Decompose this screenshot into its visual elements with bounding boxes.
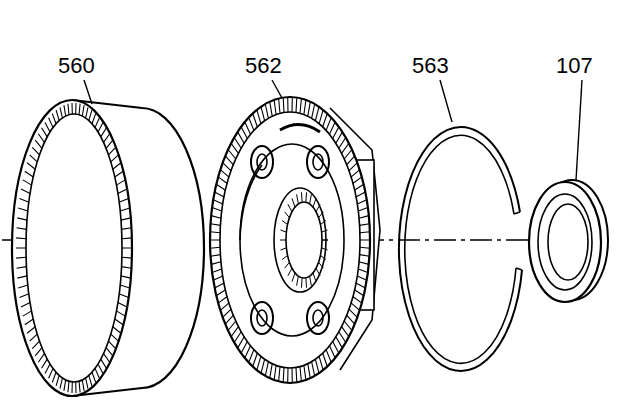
snap-ring bbox=[399, 127, 522, 371]
leader-line bbox=[84, 80, 92, 104]
leader-line bbox=[272, 80, 282, 98]
thrust-bearing bbox=[529, 180, 608, 302]
ring-gear bbox=[12, 100, 204, 396]
gear-teeth bbox=[280, 192, 328, 287]
callout-number: 563 bbox=[412, 55, 449, 77]
callout-number: 562 bbox=[245, 55, 282, 77]
planet-carrier bbox=[210, 97, 380, 383]
callout-number: 107 bbox=[556, 55, 593, 77]
callout-number: 560 bbox=[58, 55, 95, 77]
gear-teeth bbox=[210, 97, 370, 383]
leader-line bbox=[440, 80, 452, 122]
leader-line bbox=[576, 80, 582, 180]
gear-teeth bbox=[16, 103, 132, 393]
